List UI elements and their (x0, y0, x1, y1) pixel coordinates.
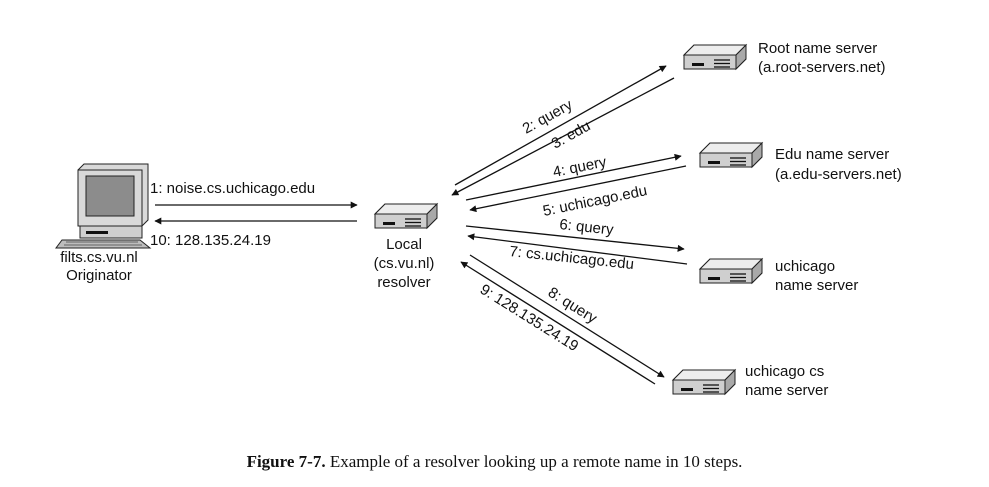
step-7-label: 7: cs.uchicago.edu (509, 243, 635, 273)
step-8-label: 8: query (545, 284, 600, 327)
arrow-step-9 (460, 261, 656, 385)
arrow-step-6 (465, 225, 685, 252)
resolver-label-line2: (cs.vu.nl) (374, 255, 435, 272)
resolver-label-line1: Local (386, 236, 422, 253)
uchicago-cs-server-label-line2: name server (745, 382, 828, 399)
root-server-hostname: (a.root-servers.net) (758, 59, 886, 76)
resolver-label-line3: resolver (377, 274, 430, 291)
arrow-step-2 (454, 65, 667, 186)
arrow-step-7 (467, 233, 688, 265)
arrow-step-3 (451, 77, 675, 196)
uchicago-server-icon (699, 258, 763, 284)
root-server-icon (683, 44, 747, 70)
step-10-label: 10: 128.135.24.19 (150, 232, 271, 249)
computer-icon (55, 163, 152, 249)
originator-host-label: filts.cs.vu.nl (60, 249, 138, 266)
arrow-step-4 (465, 153, 682, 201)
uchicago-server-label-line2: name server (775, 277, 858, 294)
root-server-label: Root name server (758, 40, 877, 57)
arrow-step-8 (469, 254, 665, 378)
figure-caption-label: Figure 7-7. (246, 452, 326, 471)
step-3-label: 3: edu (549, 117, 594, 152)
figure-caption: Figure 7-7. Example of a resolver lookin… (0, 452, 989, 472)
uchicago-cs-server-icon (672, 369, 736, 395)
arrow-step-5 (469, 165, 687, 213)
uchicago-cs-server-label-line1: uchicago cs (745, 363, 824, 380)
originator-role-label: Originator (66, 267, 132, 284)
step-1-label: 1: noise.cs.uchicago.edu (150, 180, 315, 197)
resolver-server-icon (374, 203, 438, 229)
step-5-label: 5: uchicago.edu (541, 182, 648, 220)
edu-server-label: Edu name server (775, 146, 889, 163)
figure-caption-text: Example of a resolver looking up a remot… (329, 452, 743, 471)
edu-server-hostname: (a.edu-servers.net) (775, 166, 902, 183)
edu-server-icon (699, 142, 763, 168)
uchicago-server-label-line1: uchicago (775, 258, 835, 275)
step-6-label: 6: query (559, 216, 615, 239)
